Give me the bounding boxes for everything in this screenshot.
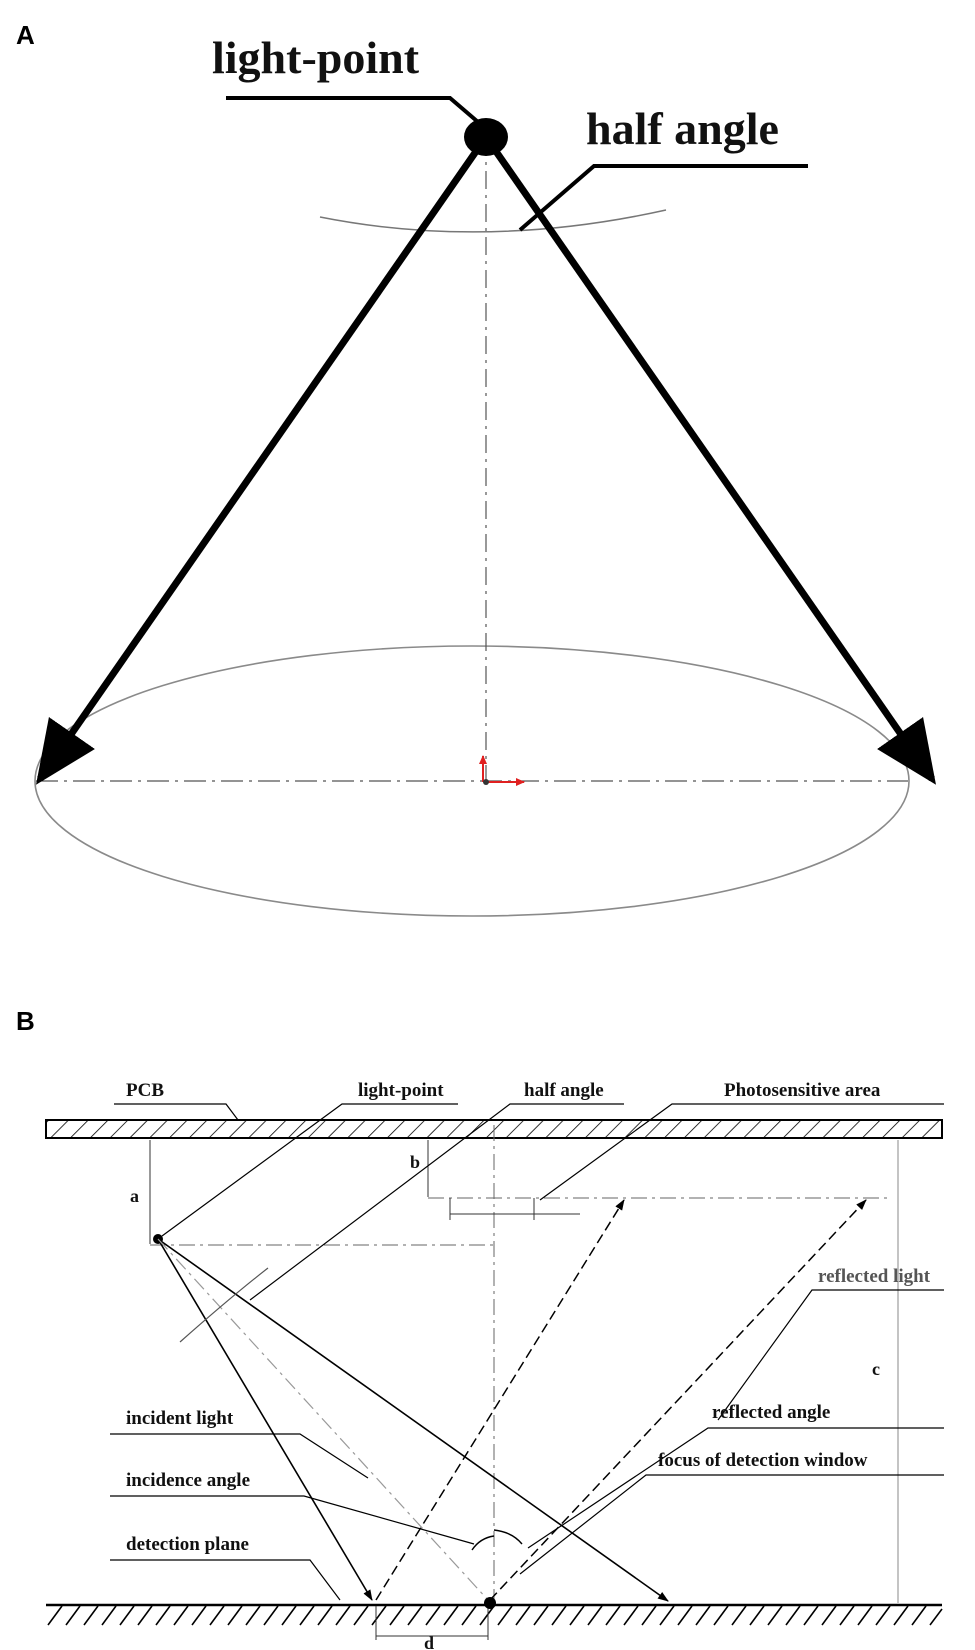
incident-ray-center xyxy=(157,1238,489,1601)
cone-right-edge xyxy=(483,135,936,785)
incidence-angle-arc xyxy=(471,1535,495,1551)
leader-detection-plane xyxy=(110,1559,341,1601)
detection-plane-hatch xyxy=(47,1605,943,1626)
leader-photosensitive-area xyxy=(539,1103,944,1201)
dimension-d-label: d xyxy=(424,1633,434,1650)
dimension-b-label: b xyxy=(410,1152,420,1172)
leader-light-point xyxy=(226,96,480,124)
label-reflected-light: reflected light xyxy=(818,1266,931,1287)
panel-a: A light-point half angle xyxy=(16,20,936,917)
label-incident-light: incident light xyxy=(126,1408,234,1429)
leader-light-point-b xyxy=(161,1103,458,1237)
leader-reflected-angle xyxy=(527,1427,944,1549)
focus-of-detection-dot xyxy=(484,1597,496,1609)
coordinate-origin xyxy=(483,779,489,785)
panel-b-letter: B xyxy=(16,1006,35,1036)
label-incidence-angle: incidence angle xyxy=(126,1470,250,1491)
reflected-angle-arc xyxy=(493,1529,523,1545)
label-light-point-b: light-point xyxy=(358,1080,444,1101)
label-half-angle-b: half angle xyxy=(524,1080,604,1101)
leader-incidence-angle xyxy=(110,1495,475,1545)
leader-half-angle xyxy=(518,164,808,232)
label-pcb: PCB xyxy=(126,1080,164,1101)
leader-half-angle-b xyxy=(249,1103,624,1301)
half-angle-arc-b xyxy=(179,1267,269,1343)
leader-focus-of-detection-window xyxy=(519,1474,944,1575)
incident-ray-left xyxy=(157,1238,373,1601)
half-angle-arc xyxy=(319,209,667,233)
label-focus-of-detection-window: focus of detection window xyxy=(658,1450,868,1471)
dimension-a-label: a xyxy=(130,1186,139,1206)
leader-incident-light xyxy=(110,1433,369,1479)
label-half-angle: half angle xyxy=(586,103,779,154)
incident-ray-right xyxy=(157,1238,669,1602)
dimension-c-label: c xyxy=(872,1359,880,1379)
leader-pcb xyxy=(114,1103,239,1121)
label-photosensitive-area: Photosensitive area xyxy=(724,1080,881,1101)
panel-a-letter: A xyxy=(16,20,35,50)
reflected-ray-left xyxy=(375,1199,625,1601)
label-detection-plane: detection plane xyxy=(126,1534,249,1555)
label-light-point: light-point xyxy=(212,32,420,83)
cone-left-edge xyxy=(36,135,489,785)
label-reflected-angle: reflected angle xyxy=(712,1402,830,1423)
leader-reflected-light xyxy=(717,1289,944,1421)
light-point-dot xyxy=(464,118,508,156)
panel-b: B xyxy=(16,1006,944,1650)
reflected-ray-center xyxy=(489,1199,867,1601)
